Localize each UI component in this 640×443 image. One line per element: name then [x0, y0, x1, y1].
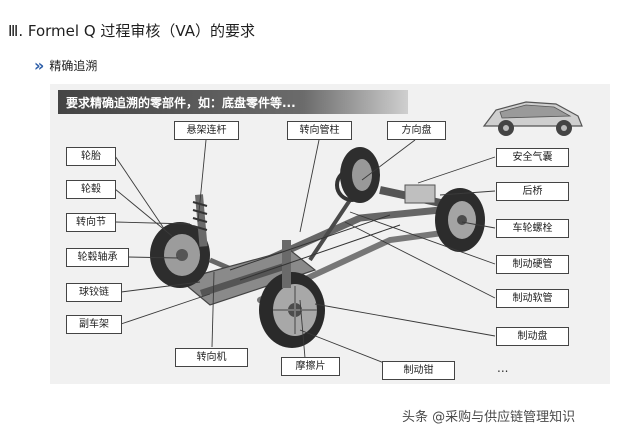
label-hub: 轮毂 — [66, 180, 116, 199]
label-subframe: 副车架 — [66, 315, 122, 334]
label-ball-joint: 球铰链 — [66, 283, 122, 302]
label-control-arm: 悬架连杆 — [174, 121, 239, 140]
label-tire: 轮胎 — [66, 147, 116, 166]
label-steering-gear: 转向机 — [175, 348, 248, 367]
label-steering-wheel: 方向盘 — [387, 121, 446, 140]
label-brake-pad: 摩擦片 — [281, 357, 340, 376]
label-steering-column: 转向管柱 — [287, 121, 352, 140]
label-rear-axle: 后桥 — [496, 182, 569, 201]
watermark: 头条 @采购与供应链管理知识 — [402, 410, 576, 425]
label-airbag: 安全气囊 — [496, 148, 569, 167]
figure-banner: 要求精确追溯的零部件，如：底盘零件等... — [58, 90, 408, 114]
label-brake-hard-pipe: 制动硬管 — [496, 255, 569, 274]
car-body-thumbnail — [482, 101, 583, 136]
label-hub-bearing: 轮毂轴承 — [66, 248, 129, 267]
page-title: Ⅲ. Formel Q 过程审核（VA）的要求 — [8, 22, 255, 40]
label-wheel-bolt: 车轮螺栓 — [496, 219, 569, 238]
double-chevron-icon: » — [34, 56, 44, 75]
figure-banner-text: 要求精确追溯的零部件，如：底盘零件等... — [66, 96, 296, 110]
label-knuckle: 转向节 — [66, 213, 116, 232]
section-heading: » 精确追溯 — [34, 56, 97, 75]
more-parts-ellipsis: ... — [497, 361, 509, 375]
label-brake-hose: 制动软管 — [496, 289, 569, 308]
label-brake-caliper: 制动钳 — [382, 361, 455, 380]
chassis-illustration — [150, 147, 485, 348]
label-brake-disc: 制动盘 — [496, 327, 569, 346]
section-heading-text: 精确追溯 — [49, 59, 98, 73]
